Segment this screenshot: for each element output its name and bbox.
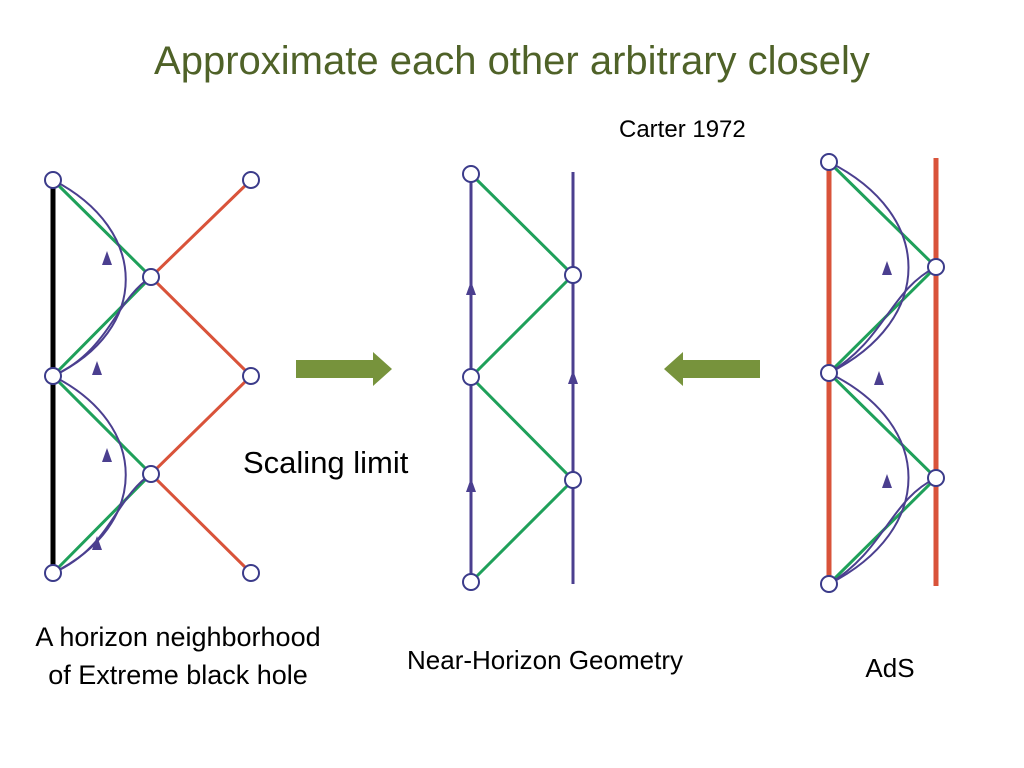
left-caption-line-2: of Extreme black hole: [48, 660, 308, 690]
diagram-node: [462, 368, 480, 386]
ads-worldline-upper-outer: [828, 161, 910, 374]
worldline-arrow: [102, 448, 112, 462]
right-panel-caption: AdS: [865, 653, 915, 683]
worldline-arrow: [102, 251, 112, 265]
diagram-node: [242, 564, 260, 582]
ads-worldline-upper-inner: [828, 266, 937, 374]
diagram-node: [462, 165, 480, 183]
left-worldline-upper-inner: [52, 276, 152, 377]
diagram-node: [242, 171, 260, 189]
citation-label: Carter 1972: [619, 116, 746, 143]
diagram-node: [242, 367, 260, 385]
worldline-arrow: [92, 536, 102, 550]
diagram-node: [564, 471, 582, 489]
middle-panel-caption: Near-Horizon Geometry: [407, 645, 683, 675]
left-arrow-icon: [664, 352, 760, 386]
left-null-lines: [50, 178, 154, 575]
left-worldline-lower-outer: [52, 375, 127, 574]
worldline-arrow: [568, 370, 578, 384]
worldline-arrow: [466, 281, 476, 295]
left-worldline-upper-outer: [52, 179, 127, 377]
worldline-arrow: [874, 371, 884, 385]
ads-worldline-lower-outer: [828, 372, 910, 585]
slide-title: Approximate each other arbitrary closely: [154, 39, 870, 83]
diagram-node: [820, 153, 838, 171]
ads-null-lines: [826, 160, 939, 586]
diagram-node: [142, 465, 160, 483]
diagram-node: [564, 266, 582, 284]
middle-null-lines: [468, 172, 576, 584]
diagram-node: [142, 268, 160, 286]
near-horizon-diagram: [462, 165, 582, 591]
left-caption-line-1: A horizon neighborhood: [35, 622, 321, 652]
scaling-limit-label: Scaling limit: [243, 445, 409, 480]
worldline-arrow: [466, 478, 476, 492]
diagram-node: [462, 573, 480, 591]
left-red-lines: [148, 178, 254, 575]
left-worldline-lower-inner: [52, 473, 152, 574]
worldline-arrow: [882, 261, 892, 275]
worldline-arrow: [92, 361, 102, 375]
diagram-node: [44, 171, 62, 189]
diagram-node: [820, 364, 838, 382]
diagram-node: [820, 575, 838, 593]
worldline-arrow: [882, 474, 892, 488]
diagram-node: [44, 564, 62, 582]
diagram-node: [927, 258, 945, 276]
right-arrow-icon: [296, 352, 392, 386]
diagram-node: [927, 469, 945, 487]
ads-worldline-lower-inner: [828, 477, 937, 585]
diagram-node: [44, 367, 62, 385]
ads-diagram: [820, 153, 945, 593]
left-panel-caption: A horizon neighborhood of Extreme black …: [2, 618, 354, 694]
extreme-black-hole-diagram: [44, 171, 260, 582]
